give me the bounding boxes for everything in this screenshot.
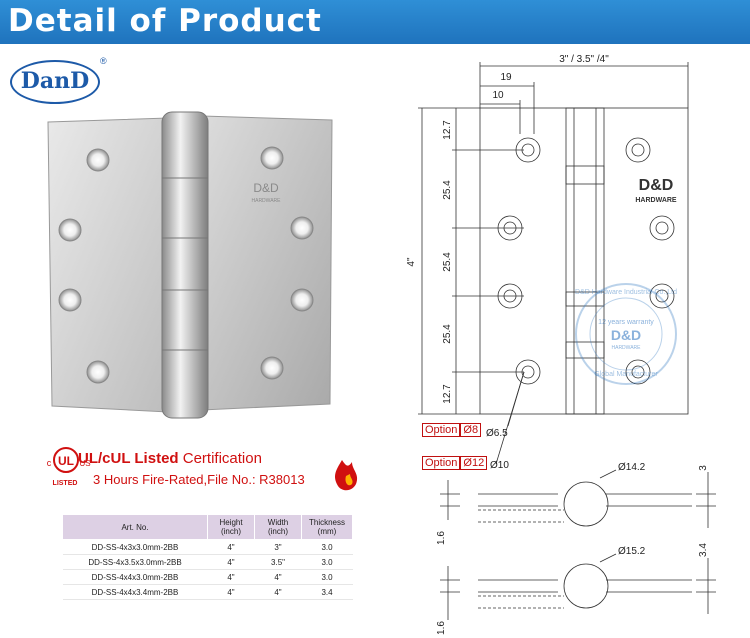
knuckle2-thickness: 3.4 bbox=[698, 543, 709, 557]
hinge-photo: D&D HARDWARE bbox=[47, 111, 333, 419]
watermark-ring-text: D&D Hardware Industrial Co.,Ltd bbox=[575, 289, 677, 296]
svg-text:UL: UL bbox=[58, 454, 74, 468]
watermark-bottom-text: Global Manufacturer bbox=[594, 371, 658, 378]
registered-mark: ® bbox=[100, 56, 107, 66]
col-art-no: Art. No. bbox=[62, 514, 208, 540]
table-header-row: Art. No. Height (inch) Width (inch) Thic… bbox=[62, 514, 353, 540]
technical-drawing: D&D Hardware Industrial Co.,Ltd 12 years… bbox=[406, 54, 716, 635]
watermark-brand: D&D bbox=[611, 327, 641, 343]
certification-title: UL/cUL Listed Certification bbox=[78, 450, 262, 467]
watermark-seal bbox=[575, 283, 677, 385]
hinge-barrel bbox=[161, 111, 209, 419]
dim-v-5: 12.7 bbox=[442, 384, 453, 404]
opt1-dim: Ø6.5 bbox=[486, 428, 508, 439]
watermark-warranty: 12 years warranty bbox=[598, 319, 654, 326]
svg-text:US: US bbox=[79, 459, 90, 468]
ul-certification-mark: UL c US LISTED bbox=[47, 447, 358, 491]
dim-width: 3" / 3.5" /4" bbox=[559, 54, 609, 65]
hinge-leaf-brand: D&D bbox=[253, 181, 279, 195]
svg-text:LISTED: LISTED bbox=[53, 480, 78, 487]
certification-subtitle: 3 Hours Fire-Rated,File No.: R38013 bbox=[93, 472, 305, 487]
hinge-leaf-brand-sub: HARDWARE bbox=[252, 198, 282, 204]
knuckle1-diameter: Ø14.2 bbox=[618, 462, 646, 473]
dim-19: 19 bbox=[500, 72, 512, 83]
fire-icon bbox=[335, 460, 358, 491]
dim-v-3: 25.4 bbox=[442, 252, 453, 272]
dim-height: 4" bbox=[406, 257, 417, 267]
dim-v-4: 25.4 bbox=[442, 324, 453, 344]
dim-v-2: 25.4 bbox=[442, 180, 453, 200]
header-banner: Detail of Product bbox=[0, 0, 750, 44]
col-thickness: Thickness (mm) bbox=[301, 514, 353, 540]
drawing-brand-sub: HARDWARE bbox=[635, 197, 677, 204]
svg-text:c: c bbox=[47, 458, 52, 468]
page-title: Detail of Product bbox=[8, 3, 322, 39]
col-width: Width (inch) bbox=[254, 514, 302, 540]
dim-v-1: 12.7 bbox=[442, 120, 453, 140]
opt2-dim: Ø10 bbox=[490, 460, 509, 471]
knuckle1-leaf: 1.6 bbox=[436, 531, 447, 545]
knuckle1-thickness: 3 bbox=[698, 465, 709, 471]
knuckle2-diameter: Ø15.2 bbox=[618, 546, 646, 557]
col-height: Height (inch) bbox=[207, 514, 255, 540]
watermark-sub: HARDWARE bbox=[612, 345, 642, 351]
knuckle2-leaf: 1.6 bbox=[436, 621, 447, 635]
dim-10: 10 bbox=[492, 90, 504, 101]
drawing-brand: D&D bbox=[639, 177, 674, 194]
brand-logo: DanD bbox=[10, 60, 100, 104]
spec-table: Art. No. Height (inch) Width (inch) Thic… bbox=[62, 514, 353, 600]
